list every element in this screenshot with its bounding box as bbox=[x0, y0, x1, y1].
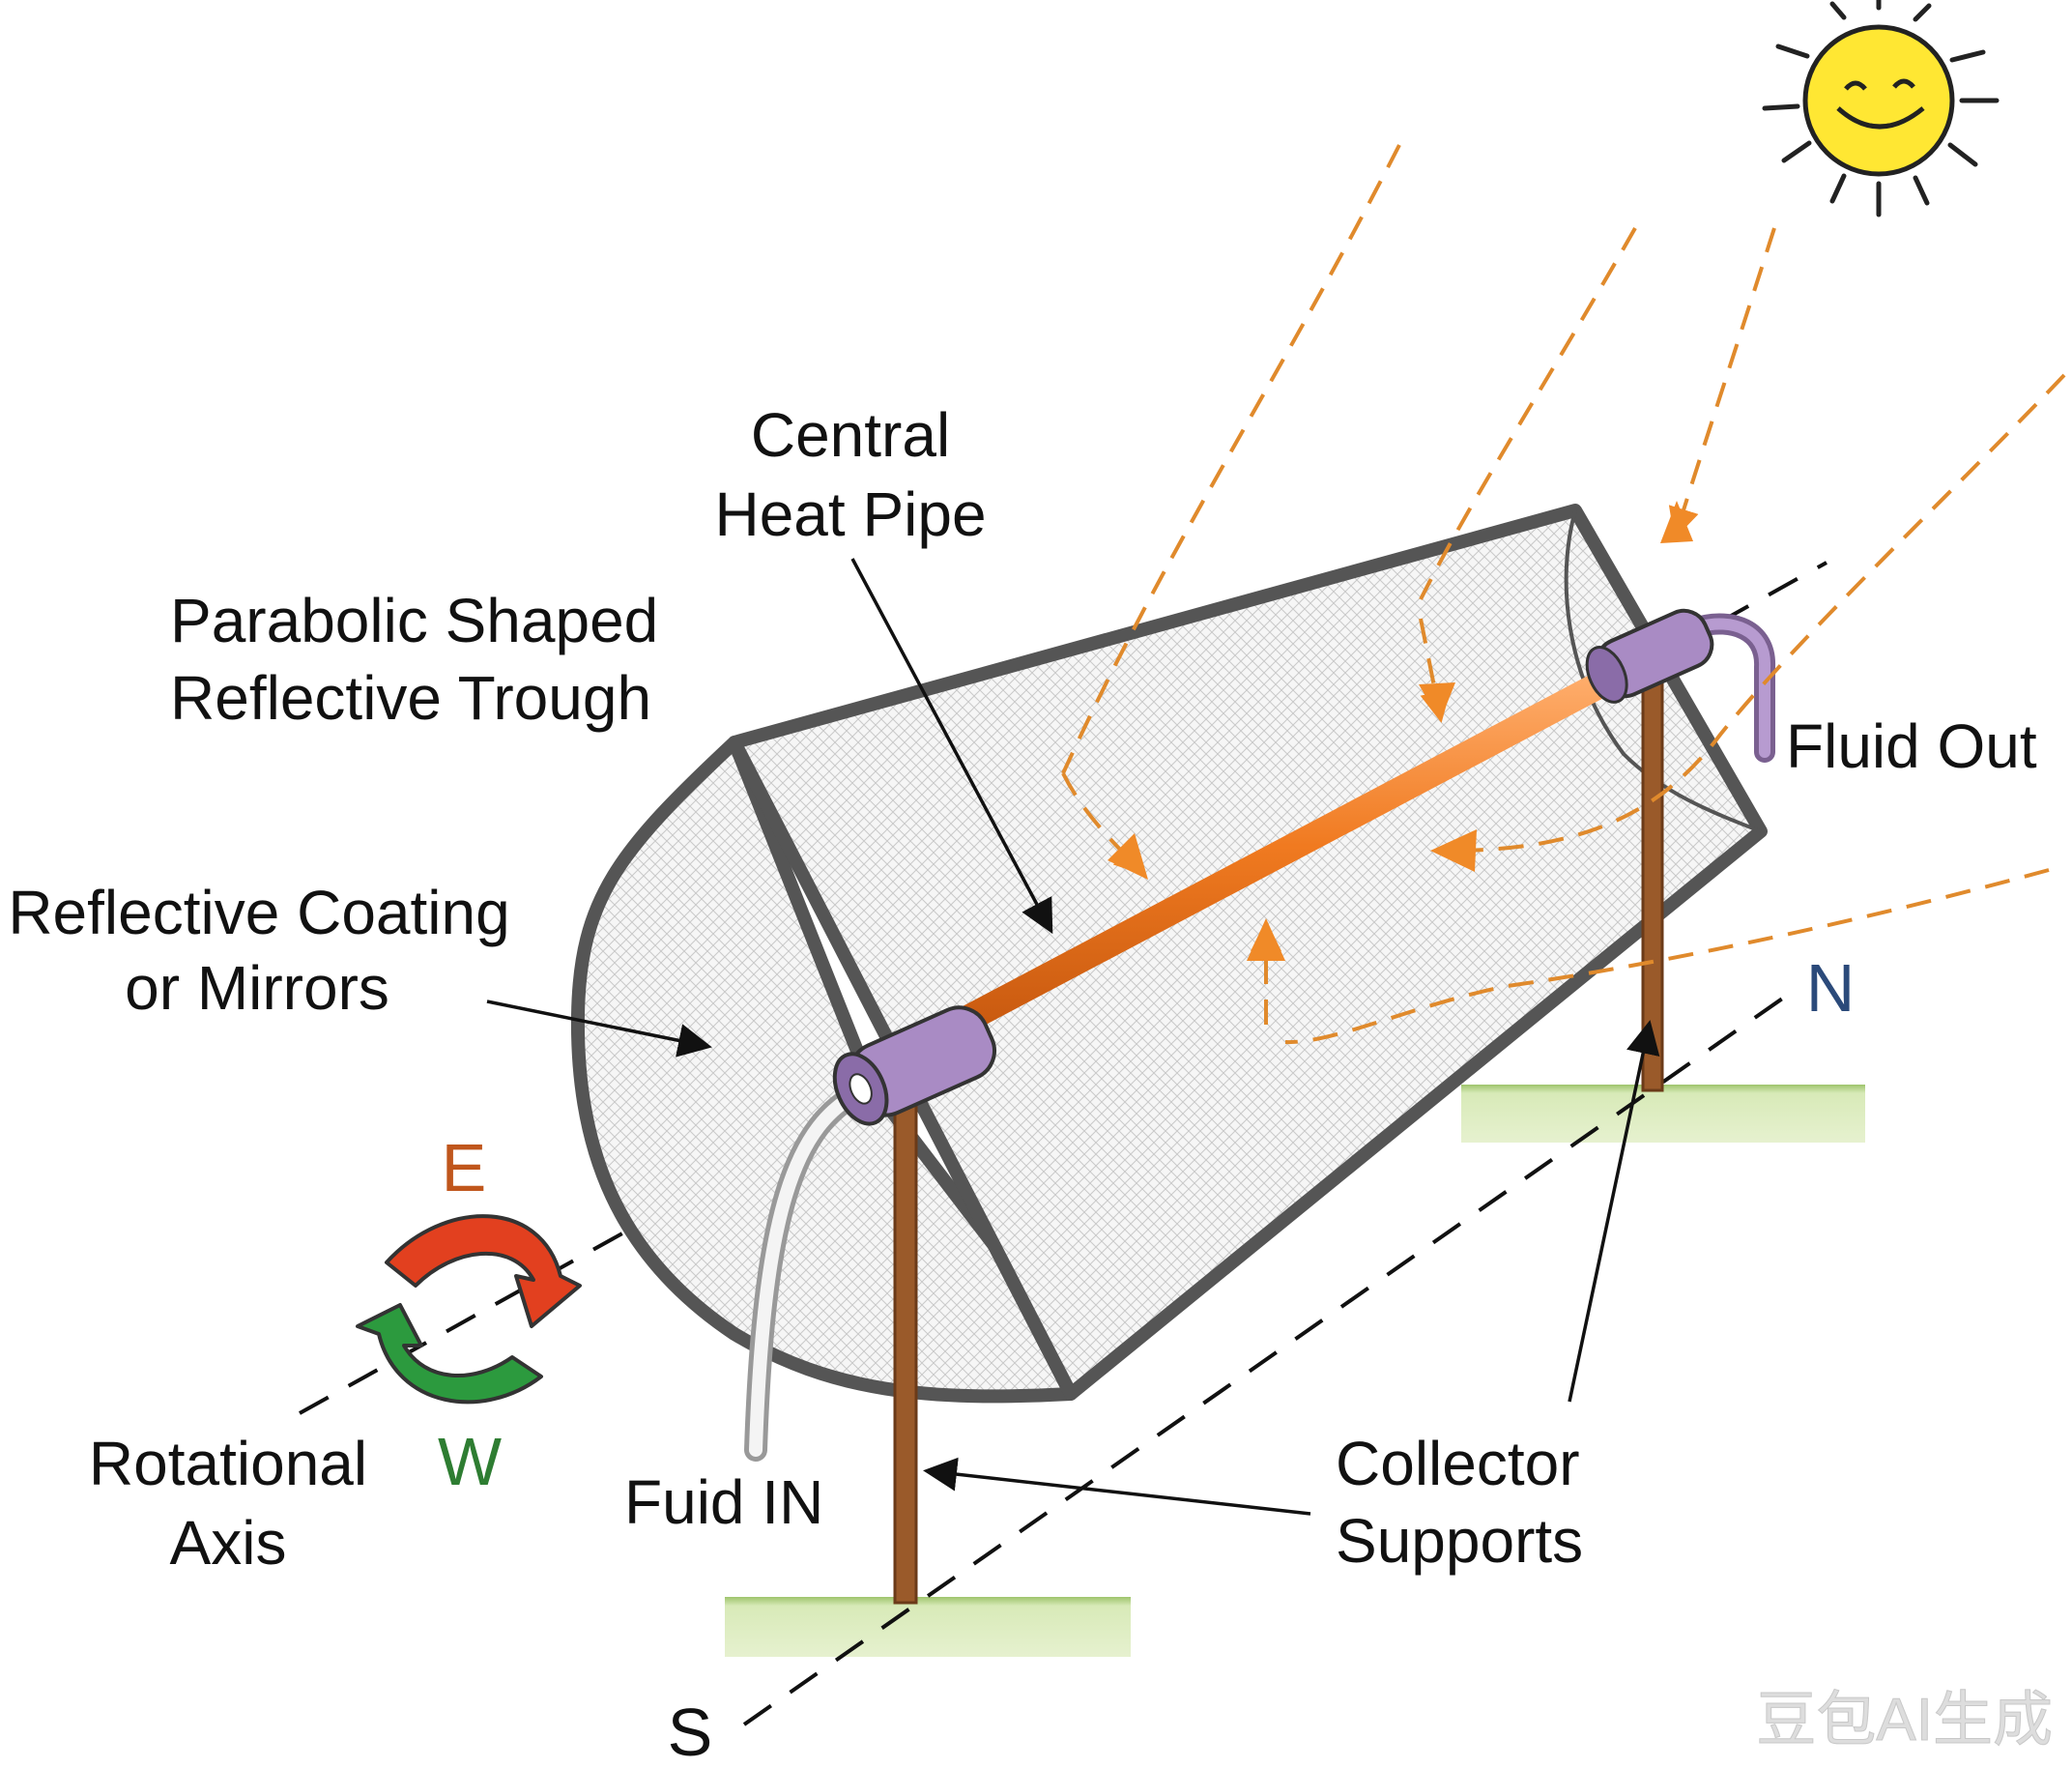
collector-support-back bbox=[1641, 655, 1664, 1092]
direction-north: N bbox=[1806, 950, 1856, 1026]
label-rotational-axis-2: Axis bbox=[170, 1508, 287, 1578]
label-fluid-in: Fuid IN bbox=[624, 1467, 823, 1537]
sun-icon bbox=[1762, 0, 2000, 217]
collector-support-front bbox=[893, 1088, 918, 1605]
label-central-heat-pipe-2: Heat Pipe bbox=[714, 479, 986, 549]
pipe-fitting-back bbox=[1585, 608, 1714, 704]
label-collector-supports-1: Collector bbox=[1336, 1429, 1580, 1498]
trough-far-end-curve bbox=[1564, 509, 1762, 833]
label-collector-supports-2: Supports bbox=[1336, 1506, 1583, 1576]
leader-support-back bbox=[1568, 1020, 1660, 1403]
central-heat-pipe bbox=[943, 653, 1647, 1038]
north-south-axis-line bbox=[742, 986, 1799, 1726]
rotation-arrows-icon bbox=[356, 1214, 582, 1405]
ground-pad-front bbox=[725, 1597, 1131, 1657]
direction-south: S bbox=[668, 1695, 713, 1763]
leader-heat-pipe bbox=[850, 558, 1053, 935]
pipe-fitting-front bbox=[832, 1005, 996, 1126]
label-fluid-out: Fluid Out bbox=[1786, 711, 2037, 781]
leader-reflective-coating bbox=[486, 1000, 712, 1058]
label-central-heat-pipe-1: Central bbox=[751, 400, 950, 470]
label-reflective-coating-1: Reflective Coating bbox=[8, 878, 509, 947]
ray-arrowheads bbox=[1108, 501, 1693, 961]
leader-support-front bbox=[923, 1457, 1311, 1516]
watermark: 豆包AI生成 bbox=[1756, 1687, 2053, 1754]
trough-end-cap bbox=[570, 736, 1078, 1404]
label-reflective-coating-2: or Mirrors bbox=[125, 953, 389, 1023]
label-parabolic-trough-2: Reflective Trough bbox=[170, 663, 651, 733]
ground-pad-back bbox=[1461, 1085, 1865, 1143]
label-parabolic-trough-1: Parabolic Shaped bbox=[170, 586, 658, 655]
sun-rays bbox=[1061, 144, 2066, 1045]
label-rotational-axis-1: Rotational bbox=[89, 1429, 367, 1498]
leader-arrows bbox=[486, 558, 1660, 1516]
direction-east: E bbox=[442, 1130, 487, 1205]
direction-west: W bbox=[438, 1424, 502, 1499]
